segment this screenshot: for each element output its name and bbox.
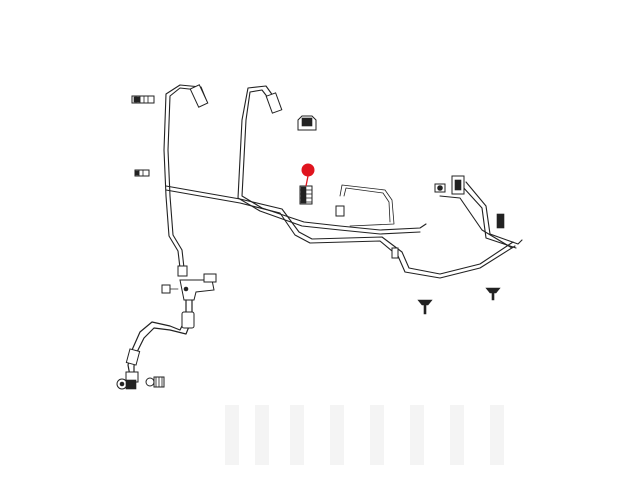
bolt-right-small[interactable] <box>434 183 446 193</box>
bolt-top-center[interactable] <box>297 115 317 131</box>
brake-line-right[interactable] <box>439 175 523 249</box>
fastener-center[interactable] <box>391 247 399 259</box>
brake-hose[interactable] <box>125 299 195 383</box>
banjo-bolt[interactable] <box>145 376 165 388</box>
push-pin-left[interactable] <box>417 299 433 315</box>
clip-right[interactable] <box>496 213 505 229</box>
bracket-left[interactable] <box>179 273 217 301</box>
push-pin-right[interactable] <box>485 287 501 301</box>
spring-clip-top-left[interactable] <box>131 95 155 104</box>
brake-line-main[interactable] <box>165 185 516 279</box>
watermark <box>225 405 504 465</box>
highlighted-clip[interactable] <box>299 185 313 205</box>
banjo-fitting[interactable] <box>116 378 137 390</box>
clip-left-middle[interactable] <box>134 169 150 177</box>
brake-line-left[interactable] <box>163 84 209 277</box>
brake-line-center-loop[interactable] <box>237 85 427 235</box>
bolt-left-junction[interactable] <box>161 284 179 294</box>
red-dot-callout-icon[interactable] <box>301 163 315 187</box>
